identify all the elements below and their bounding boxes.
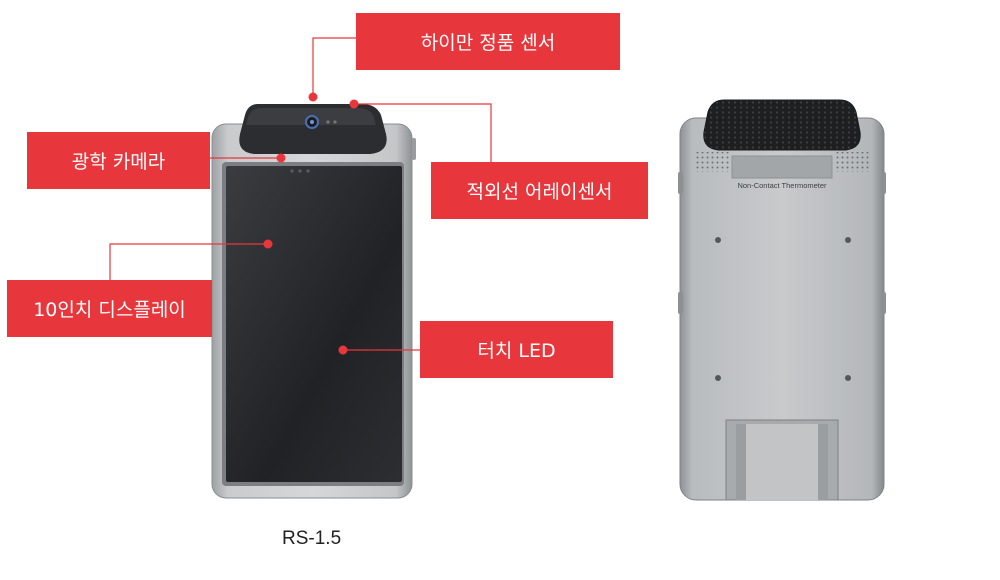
- callout-ir-array-sensor: 적외선 어레이센서: [431, 162, 648, 219]
- back-grille: [703, 99, 861, 151]
- back-device: [678, 99, 886, 501]
- callout-optical-camera: 광학 카메라: [27, 132, 210, 189]
- callout-10inch-display: 10인치 디스플레이: [7, 280, 212, 337]
- front-device: [211, 104, 416, 499]
- back-label: Non-Contact Thermometer: [737, 181, 827, 190]
- callout-touch-led: 터치 LED: [420, 321, 613, 378]
- callout-himan-sensor: 하이만 정품 센서: [356, 13, 620, 70]
- front-screen: [226, 166, 402, 482]
- callout-dots: [263, 92, 359, 355]
- model-caption: RS-1.5: [282, 528, 342, 549]
- callout-leaders: [109, 37, 492, 351]
